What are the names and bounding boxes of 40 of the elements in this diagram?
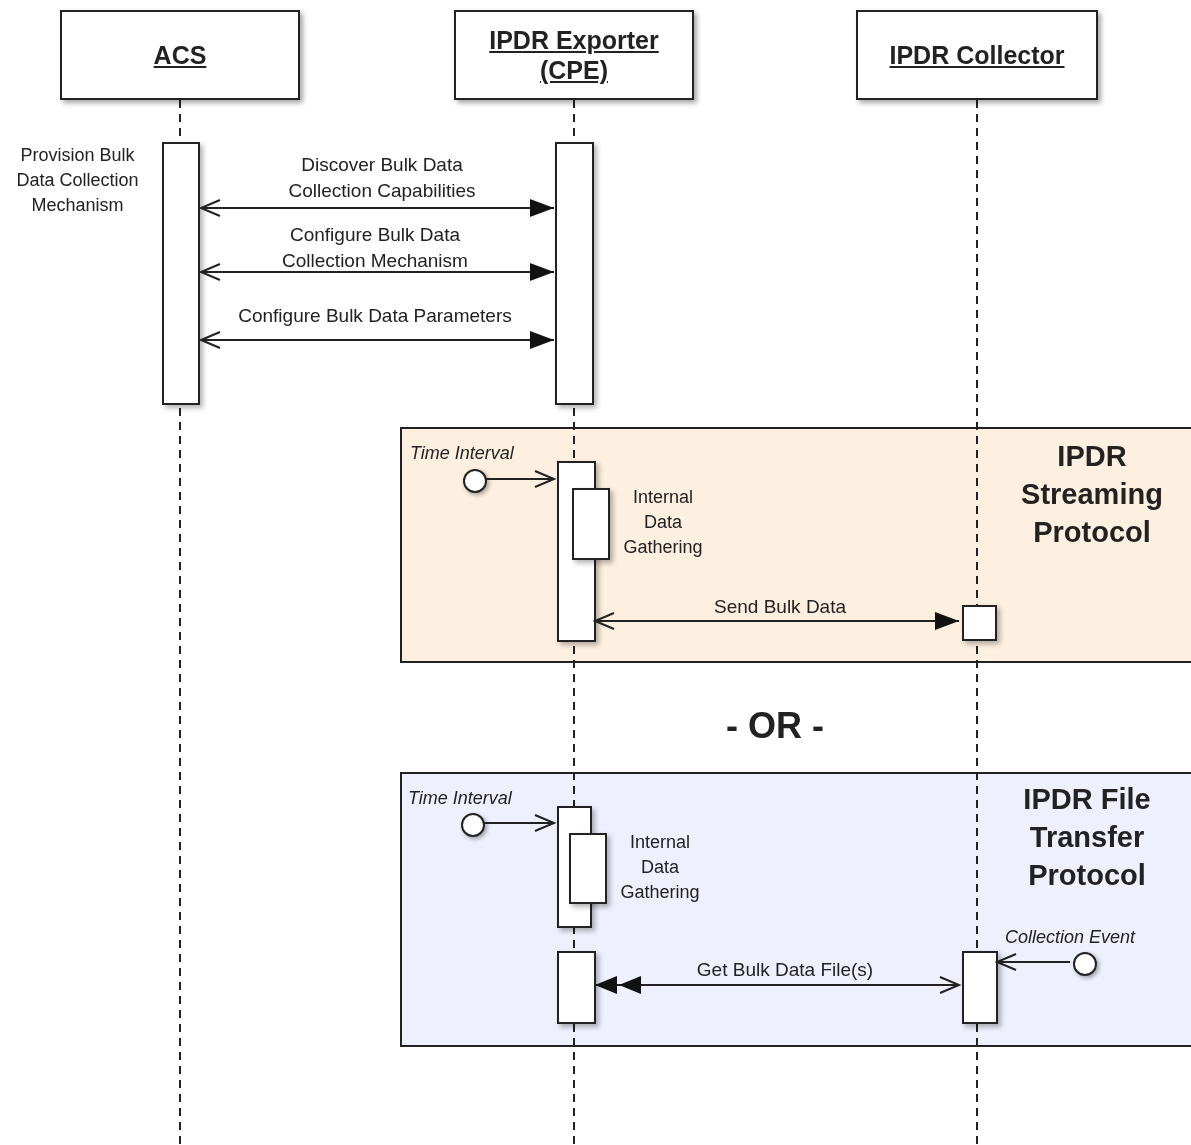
activation-bar xyxy=(962,951,998,1024)
edge-label: Configure Bulk Data Collection Mechanism xyxy=(281,223,469,273)
activation-bar xyxy=(962,605,997,641)
edge-label: Discover Bulk Data Collection Capabilities xyxy=(287,153,477,203)
note-text: Internal Data Gathering xyxy=(622,486,704,559)
participant-name: IPDR Exporter (CPE) xyxy=(488,25,660,85)
edge-label: Get Bulk Data File(s) xyxy=(695,958,875,982)
event-label: Time Interval xyxy=(408,787,513,810)
event-label: Collection Event xyxy=(1005,926,1137,949)
message-arrow xyxy=(200,263,555,281)
message-arrow xyxy=(483,814,555,832)
start-circle xyxy=(463,469,487,493)
activation-bar xyxy=(555,142,594,405)
message-arrow xyxy=(996,953,1071,971)
participant-box xyxy=(60,10,300,100)
participant-name: IPDR Collector xyxy=(888,40,1066,70)
participant-box xyxy=(454,10,694,100)
edge-label: Configure Bulk Data Parameters xyxy=(237,304,513,328)
edge-label: Send Bulk Data xyxy=(713,595,847,619)
start-circle xyxy=(1073,952,1097,976)
start-circle xyxy=(461,813,485,837)
note-text: Provision Bulk Data Collection Mechanism xyxy=(15,144,140,217)
event-label: Time Interval xyxy=(410,442,515,465)
note-text: Internal Data Gathering xyxy=(619,831,701,904)
participant-name: ACS xyxy=(152,40,208,70)
message-arrow xyxy=(594,976,960,994)
message-arrow xyxy=(485,470,555,488)
protocol-region xyxy=(400,772,1191,1047)
message-arrow xyxy=(200,199,555,217)
region-title: IPDR Streaming Protocol xyxy=(1020,439,1164,550)
activation-bar xyxy=(572,488,610,560)
protocol-region xyxy=(400,427,1191,663)
separator-text: - OR - xyxy=(725,704,825,748)
activation-bar xyxy=(569,833,607,904)
activation-bar xyxy=(162,142,200,405)
message-arrow xyxy=(200,331,555,349)
message-arrow xyxy=(594,612,960,630)
participant-box xyxy=(856,10,1098,100)
region-title: IPDR File Transfer Protocol xyxy=(1022,782,1152,893)
activation-bar xyxy=(557,951,596,1024)
